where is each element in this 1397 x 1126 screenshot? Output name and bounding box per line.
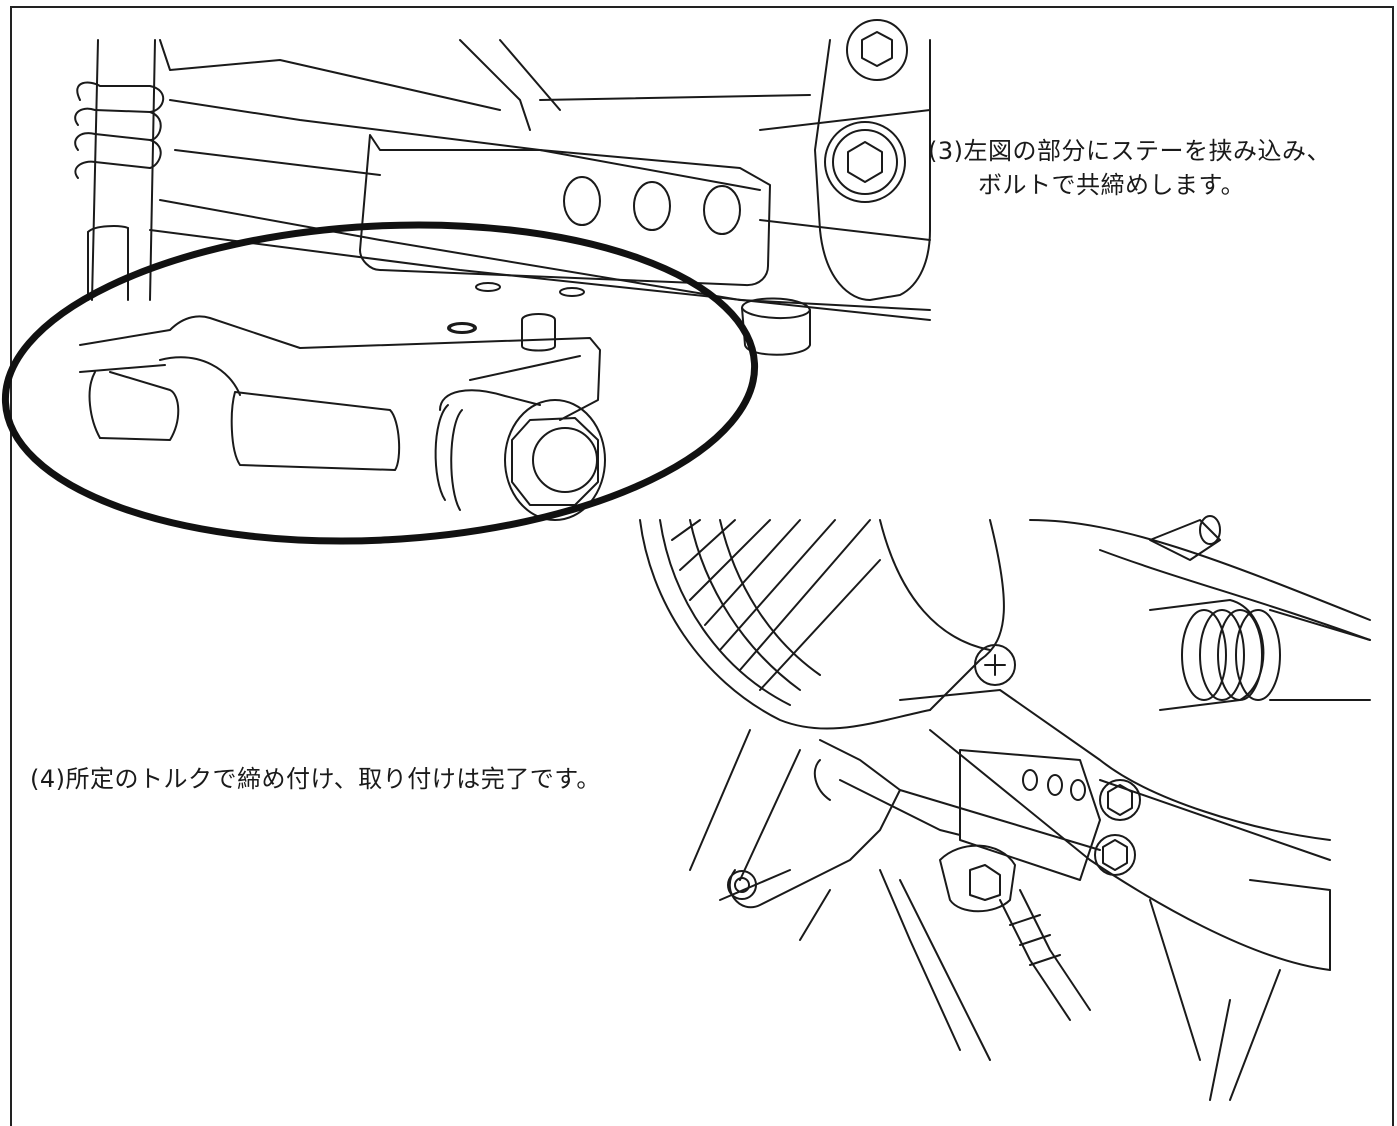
step-3-instruction: (3)左図の部分にステーを挟み込み、 ボルトで共締めします。: [928, 134, 1331, 202]
step-3-line-2: ボルトで共締めします。: [978, 171, 1246, 199]
step-4-instruction: (4)所定のトルクで締め付け、取り付けは完了です。: [30, 765, 601, 793]
step-3-line-1: (3)左図の部分にステーを挟み込み、: [928, 137, 1331, 165]
document-frame: [10, 6, 1394, 1126]
